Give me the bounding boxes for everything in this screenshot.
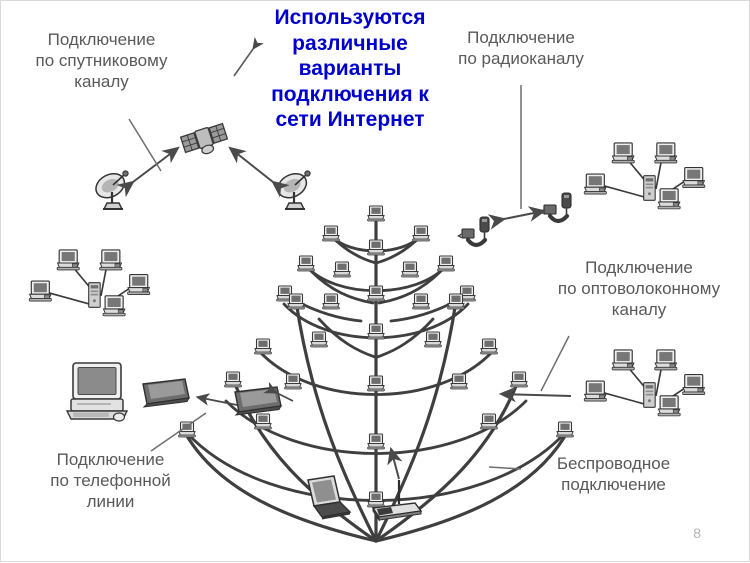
fiber-link-arrow xyxy=(498,386,572,403)
leader-telephone xyxy=(150,412,207,452)
label-fiber-connection: Подключение по оптоволоконному каналу xyxy=(557,258,721,319)
lan-cluster-left-graphic xyxy=(28,249,151,317)
label-telephone-connection: Подключение по телефонной линии xyxy=(50,450,171,511)
leader-fiber xyxy=(540,335,570,392)
lan-cluster-top-right-graphic xyxy=(583,142,706,210)
label-satellite-connection: Подключение по спутниковому каналу xyxy=(35,30,168,91)
leader-title xyxy=(233,36,264,77)
satellite-link-graphic xyxy=(90,121,312,211)
radio-link-graphic xyxy=(458,193,571,245)
page-number: 8 xyxy=(693,525,701,541)
telephone-link-graphic xyxy=(66,362,294,422)
wireless-link-graphic xyxy=(307,446,423,522)
label-wireless-connection: Беспроводное подключение xyxy=(556,454,671,494)
lan-cluster-bottom-right-graphic xyxy=(583,349,706,417)
page-title: Используются различные варианты подключе… xyxy=(271,6,429,131)
leader-wireless xyxy=(488,466,522,470)
label-radio-connection: Подключение по радиоканалу xyxy=(458,28,584,68)
leader-lines xyxy=(128,36,570,470)
leader-satellite xyxy=(128,118,162,172)
internet-web-graphic xyxy=(178,205,574,543)
